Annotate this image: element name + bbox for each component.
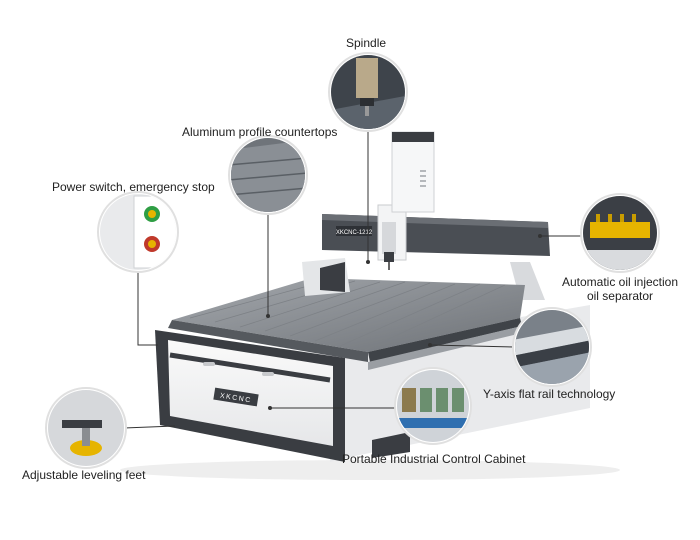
z-axis-vents xyxy=(420,170,426,187)
callout-oil-injection-image xyxy=(580,193,660,273)
z-axis-cap xyxy=(392,132,434,142)
floor-shadow xyxy=(120,460,620,480)
callout-rail-image xyxy=(512,307,592,387)
callout-countertops-image xyxy=(228,135,308,215)
callout-cabinet-image xyxy=(394,367,472,445)
cabinet-brand-plate xyxy=(213,387,259,407)
worktable-edge xyxy=(168,320,368,362)
gantry-leg-left-dark xyxy=(320,262,345,292)
label-oil-injection: Automatic oil injection oil separator xyxy=(557,275,683,303)
label-spindle: Spindle xyxy=(346,36,387,50)
label-feet: Adjustable leveling feet xyxy=(22,468,146,482)
y-rail xyxy=(368,318,522,362)
cabinet-brand-text: XKCNC xyxy=(219,393,252,405)
spindle-collet xyxy=(384,252,394,262)
callout-spindle-image xyxy=(328,52,408,132)
label-countertops: Aluminum profile countertops xyxy=(182,125,338,139)
label-cabinet: Portable Industrial Control Cabinet xyxy=(342,452,526,466)
gantry-badge xyxy=(336,226,372,236)
cabinet-handle-right xyxy=(262,372,274,376)
base-foot xyxy=(372,432,410,458)
spindle-motor xyxy=(382,222,396,254)
label-power-switch: Power switch, emergency stop xyxy=(52,180,215,194)
control-cabinet-panel xyxy=(168,340,333,446)
label-oil-injection-line1: Automatic oil injection xyxy=(561,275,679,289)
callout-feet-image xyxy=(45,387,127,469)
leader-lines xyxy=(123,129,583,429)
gantry-badge-text: XKCNC-1212 xyxy=(336,230,373,236)
label-oil-injection-line2: oil separator xyxy=(586,289,654,303)
callout-power-switch-image xyxy=(97,191,179,273)
label-rail: Y-axis flat rail technology xyxy=(483,387,616,401)
cabinet-handle-left xyxy=(203,362,215,366)
z-axis-column xyxy=(391,131,435,213)
cabinet-rail-strip xyxy=(169,352,331,383)
aluminum-worktable xyxy=(172,278,525,352)
y-rail-guide xyxy=(368,326,522,370)
worktable-slots xyxy=(189,279,506,351)
